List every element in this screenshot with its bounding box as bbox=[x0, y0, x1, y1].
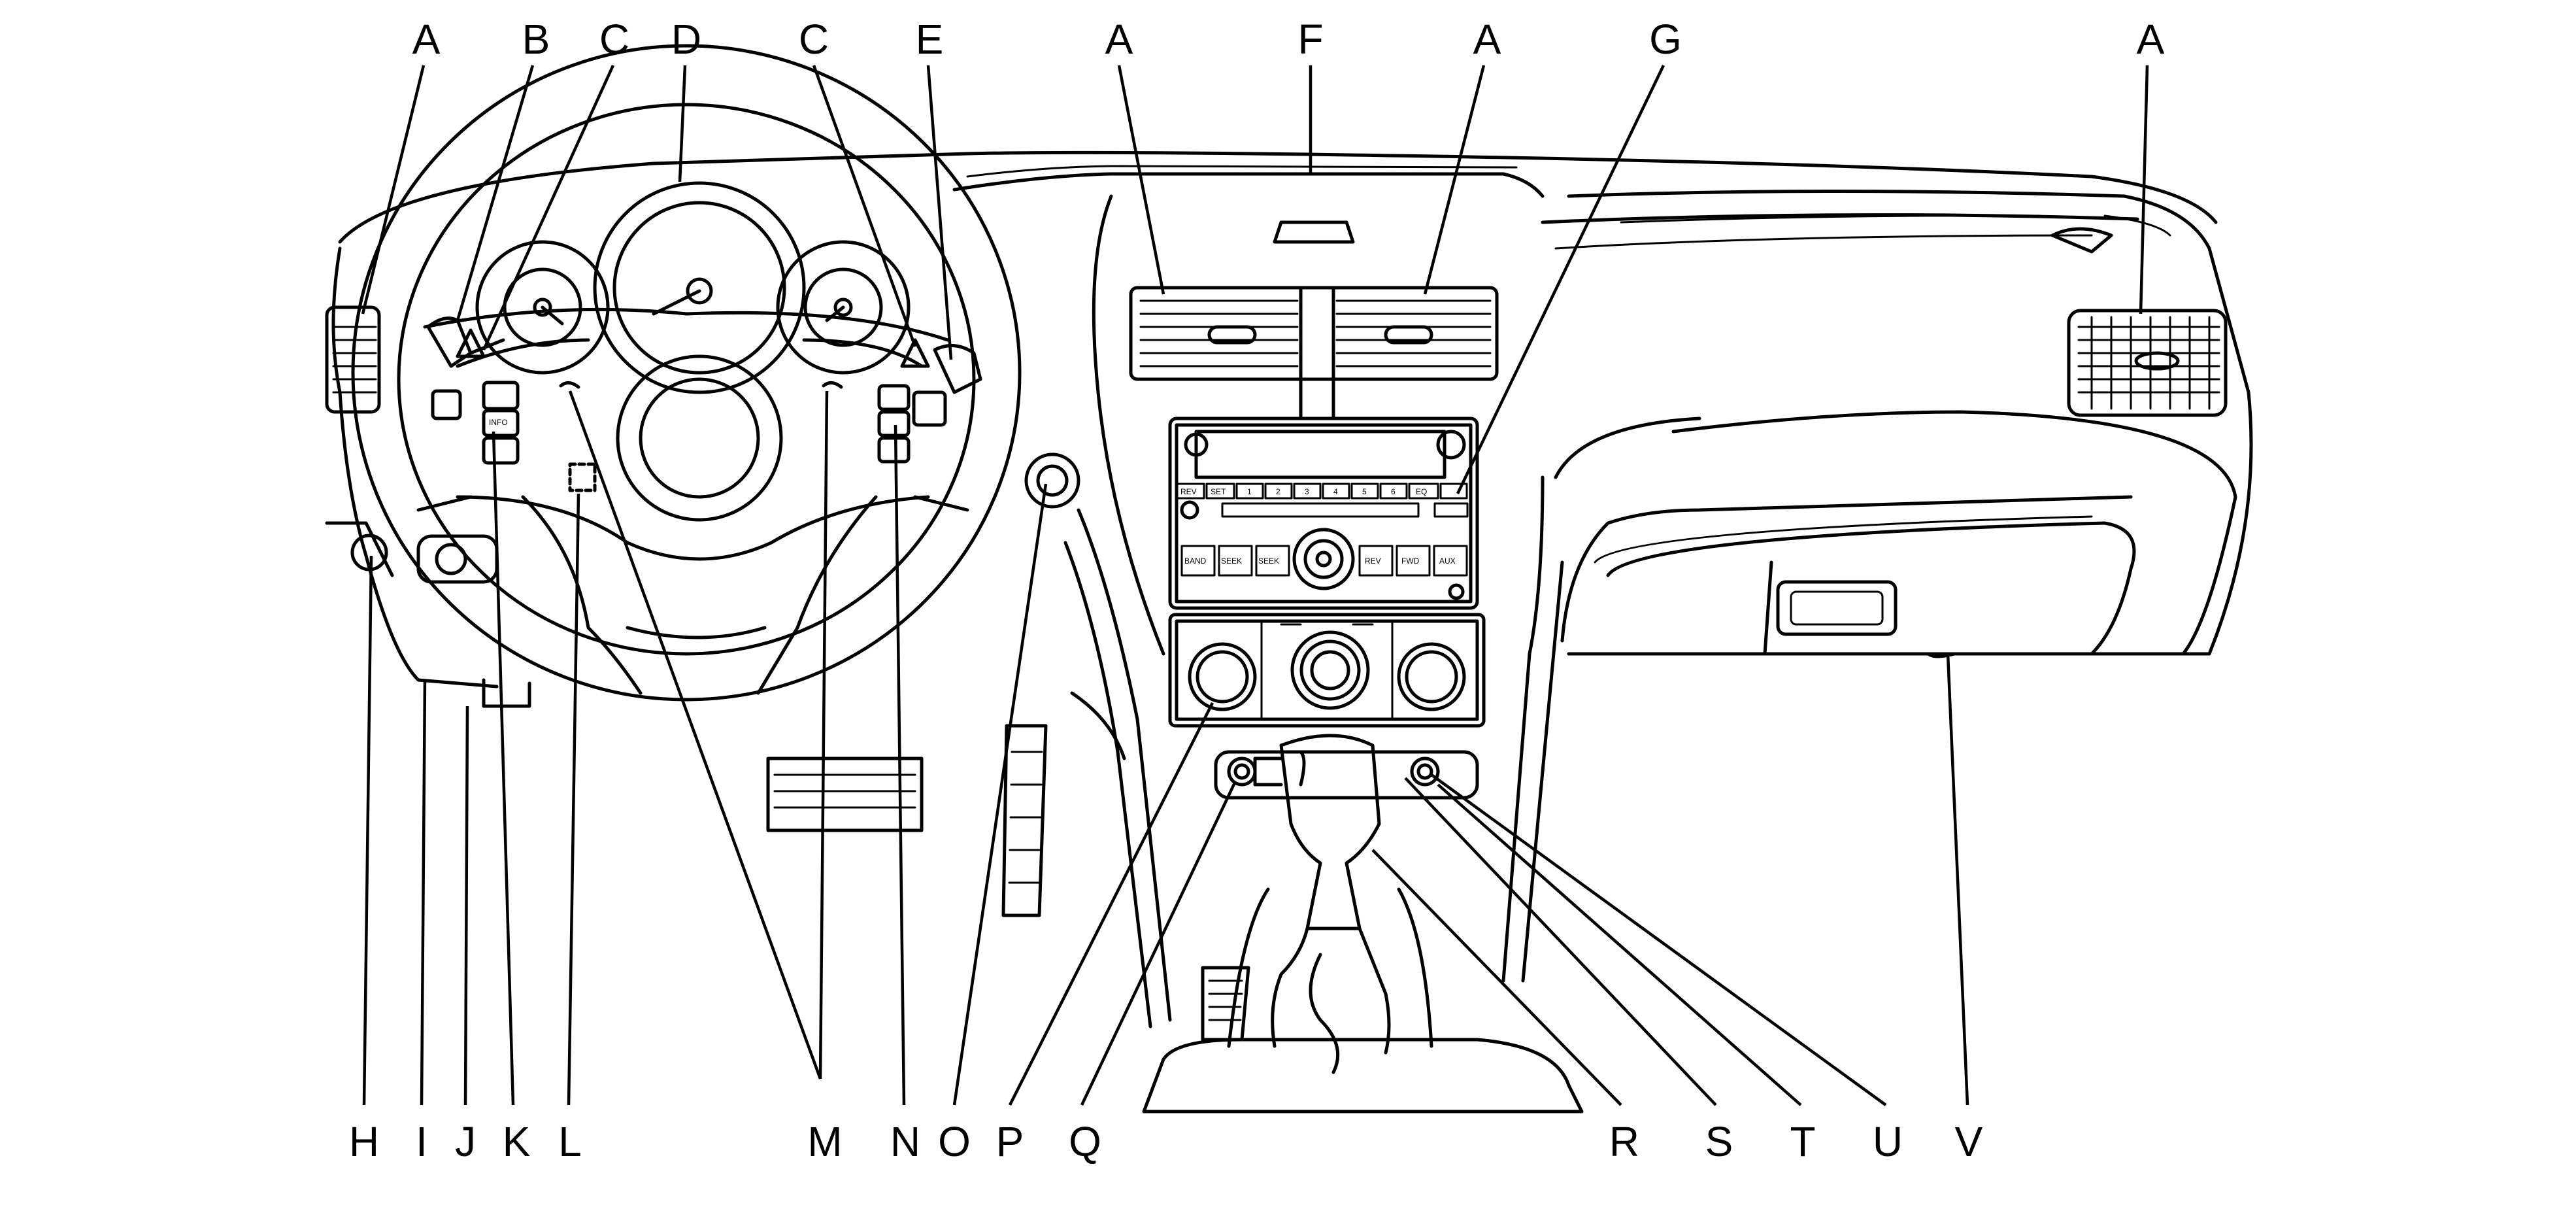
leader-p bbox=[1008, 702, 1214, 1106]
callout-l: L bbox=[558, 1118, 582, 1165]
callout-n: N bbox=[890, 1118, 920, 1165]
leader-t bbox=[1437, 783, 1802, 1106]
callout-c-right: C bbox=[799, 16, 829, 63]
callout-e: E bbox=[916, 16, 944, 63]
callout-a-center-right: A bbox=[1473, 16, 1501, 63]
leader-j bbox=[463, 706, 469, 1106]
bottom-callout-letters: H I J K L M N O P Q R S T U V bbox=[349, 1118, 1983, 1165]
radio-band-label: BAND bbox=[1184, 556, 1207, 566]
cruise-indicators bbox=[559, 381, 843, 389]
leader-v bbox=[1946, 653, 1969, 1106]
dashboard-outline bbox=[325, 150, 2253, 1028]
radio-preset-5: 5 bbox=[1362, 487, 1367, 496]
leader-n bbox=[894, 424, 906, 1106]
turn-signal-stalk bbox=[426, 316, 505, 368]
leader-i bbox=[420, 679, 427, 1106]
radio-eq-label: EQ bbox=[1416, 487, 1427, 496]
callout-p: P bbox=[996, 1118, 1024, 1165]
leader-g bbox=[1456, 65, 1665, 494]
leader-k bbox=[492, 431, 515, 1106]
leader-a4 bbox=[2139, 65, 2149, 314]
pedals bbox=[766, 724, 1048, 917]
callout-a-left-vent: A bbox=[412, 16, 441, 63]
radio-preset-2: 2 bbox=[1276, 487, 1280, 496]
right-side-vent bbox=[2050, 227, 2228, 417]
radio-fwd-button-label: FWD bbox=[1401, 556, 1420, 566]
callout-i: I bbox=[416, 1118, 427, 1165]
left-steering-controls: INFO bbox=[431, 381, 520, 465]
leader-lines bbox=[361, 65, 2149, 1106]
climate-controls bbox=[1168, 613, 1486, 728]
callout-f: F bbox=[1297, 16, 1323, 63]
callout-d: D bbox=[671, 16, 701, 63]
radio-aux-label: AUX bbox=[1439, 556, 1456, 566]
hazard-buttons bbox=[456, 328, 930, 368]
radio-set-label: SET bbox=[1211, 487, 1226, 496]
leader-a1 bbox=[361, 65, 426, 314]
leader-a2 bbox=[1117, 65, 1165, 295]
callout-g: G bbox=[1649, 16, 1682, 63]
callout-r: R bbox=[1609, 1118, 1639, 1165]
leader-b bbox=[456, 65, 535, 321]
callout-m: M bbox=[807, 1118, 842, 1165]
leader-q bbox=[1080, 781, 1237, 1106]
info-button-label: INFO bbox=[489, 418, 508, 427]
leader-o bbox=[952, 483, 1048, 1106]
leader-r bbox=[1371, 849, 1622, 1106]
callout-s: S bbox=[1705, 1118, 1733, 1165]
callout-q: Q bbox=[1069, 1118, 1101, 1165]
radio-button-row: REV SET 1 2 3 4 5 6 EQ bbox=[1175, 483, 1468, 500]
radio-lower-buttons: BAND SEEK SEEK REV FWD AUX bbox=[1180, 545, 1468, 577]
wiper-stalk bbox=[933, 344, 982, 394]
radio-rev-button-label: REV bbox=[1365, 556, 1381, 566]
ignition bbox=[1024, 452, 1080, 509]
callout-j: J bbox=[455, 1118, 476, 1165]
callout-c-left: C bbox=[599, 16, 629, 63]
instrument-cluster bbox=[475, 181, 911, 394]
radio-preset-3: 3 bbox=[1305, 487, 1309, 496]
radio-unit: REV SET 1 2 3 4 5 6 EQ BAND SEEK bbox=[1168, 416, 1479, 610]
radio-rev-label: REV bbox=[1180, 487, 1197, 496]
leader-m1 bbox=[568, 390, 822, 1080]
leader-e bbox=[926, 65, 953, 360]
callout-t: T bbox=[1790, 1118, 1815, 1165]
leader-s bbox=[1404, 777, 1717, 1106]
glove-box bbox=[1763, 560, 1956, 658]
leader-a3 bbox=[1423, 65, 1486, 295]
callout-u: U bbox=[1873, 1118, 1903, 1165]
radio-preset-1: 1 bbox=[1247, 487, 1252, 496]
callout-k: K bbox=[503, 1118, 531, 1165]
top-callout-letters: A B C D C E A F A G A bbox=[412, 16, 2165, 63]
callout-a-right-vent: A bbox=[2137, 16, 2165, 63]
callout-v: V bbox=[1955, 1118, 1983, 1165]
leader-c1 bbox=[482, 65, 615, 350]
callout-a-center-left: A bbox=[1105, 16, 1133, 63]
radio-preset-6: 6 bbox=[1391, 487, 1396, 496]
callout-o: O bbox=[938, 1118, 971, 1165]
right-steering-controls bbox=[877, 384, 947, 464]
radio-seek-back-label: SEEK bbox=[1221, 556, 1242, 566]
callout-h: H bbox=[349, 1118, 379, 1165]
leader-d bbox=[678, 65, 687, 182]
shifter-area bbox=[1142, 734, 1584, 1114]
leader-c2 bbox=[812, 65, 917, 347]
callout-b: B bbox=[522, 16, 550, 63]
leader-m2 bbox=[818, 390, 829, 1080]
radio-seek-fwd-label: SEEK bbox=[1258, 556, 1279, 566]
center-vents bbox=[1129, 220, 1499, 420]
leader-u bbox=[1430, 774, 1887, 1106]
leader-h bbox=[362, 555, 373, 1106]
leader-l bbox=[567, 493, 580, 1106]
radio-preset-4: 4 bbox=[1333, 487, 1338, 496]
